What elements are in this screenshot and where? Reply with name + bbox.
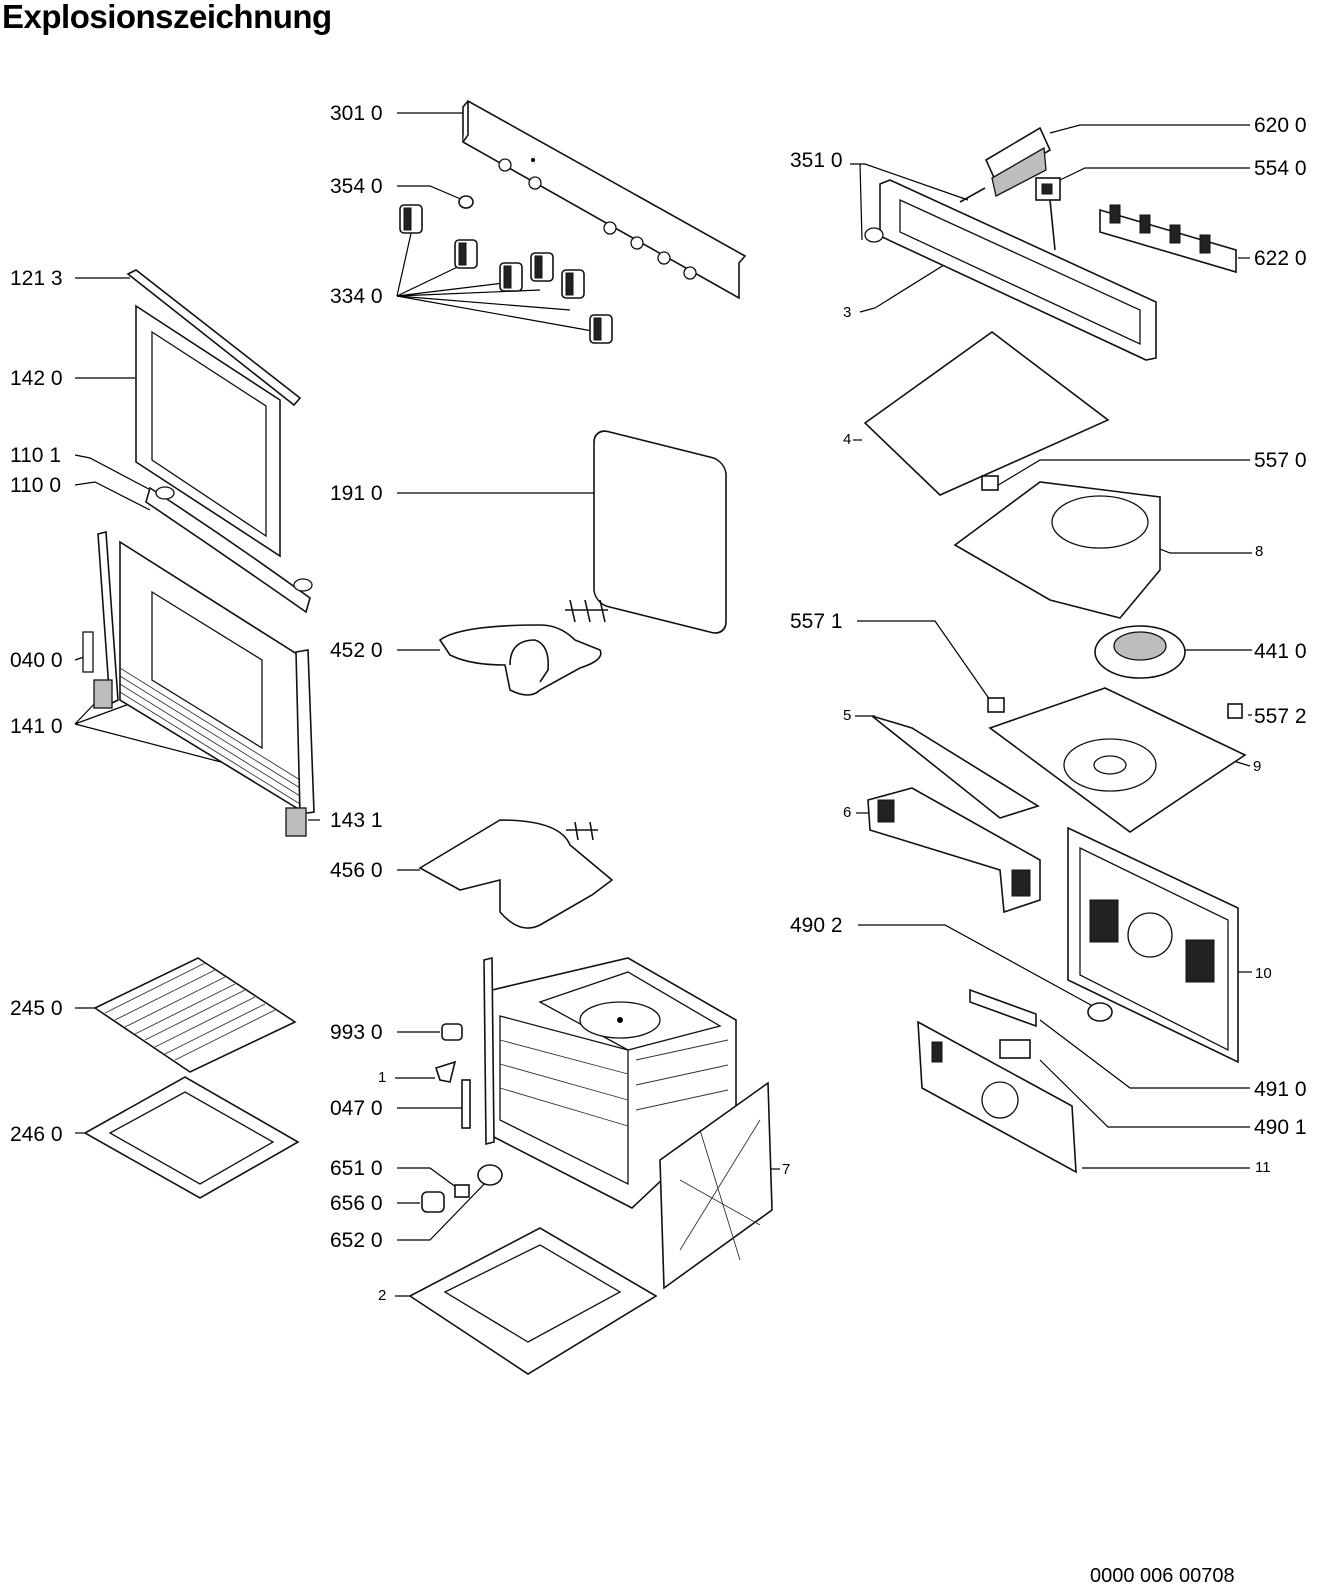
label-656-0: 656 0 (330, 1192, 383, 1215)
label-354-0: 354 0 (330, 175, 383, 198)
part-oven-cavity (483, 956, 737, 1209)
part-baking-tray (83, 1076, 300, 1199)
label-334-0: 334 0 (330, 285, 383, 308)
part-wire-rack (93, 957, 297, 1073)
part-indicator (458, 195, 474, 209)
label-456-0: 456 0 (330, 859, 383, 882)
part-bottom-plate (408, 1227, 658, 1375)
label-040-0: 040 0 (10, 649, 63, 672)
label-620-0: 620 0 (1254, 114, 1307, 137)
label-245-0: 245 0 (10, 997, 63, 1020)
part-grill-element (438, 599, 608, 696)
leader-lines (74, 112, 1252, 1297)
label-993-0: 993 0 (330, 1021, 383, 1044)
label-191-0: 191 0 (330, 482, 383, 505)
document-number: 0000 006 00708 (1090, 1565, 1235, 1587)
part-timer (1035, 177, 1061, 251)
label-6: 6 (843, 804, 852, 821)
part-door-seal (593, 430, 727, 634)
label-11: 11 (1255, 1159, 1271, 1176)
label-452-0: 452 0 (330, 639, 383, 662)
part-control-panel (462, 99, 747, 300)
label-246-0: 246 0 (10, 1123, 63, 1146)
part-cover-plate (863, 331, 1110, 496)
part-outer-door (82, 530, 315, 837)
part-small-fittings (421, 1023, 503, 1213)
label-622-0: 622 0 (1254, 247, 1307, 270)
label-141-0: 141 0 (10, 715, 63, 738)
part-back-plate (917, 1020, 1077, 1174)
part-terminal-parts (969, 988, 1113, 1059)
label-142-0: 142 0 (10, 367, 63, 390)
label-110-0: 110 0 (10, 474, 61, 497)
part-door-trim (126, 269, 302, 407)
part-rear-frame (659, 1081, 773, 1290)
label-652-0: 652 0 (330, 1229, 383, 1252)
label-651-0: 651 0 (330, 1157, 383, 1180)
label-8: 8 (1255, 543, 1264, 560)
label-557-0: 557 0 (1254, 449, 1307, 472)
label-121-3: 121 3 (10, 267, 63, 290)
label-047-0: 047 0 (330, 1097, 383, 1120)
page-title: Explosionszeichnung (2, 0, 332, 35)
label-557-1: 557 1 (790, 610, 843, 633)
label-143-1: 143 1 (330, 809, 383, 832)
label-3: 3 (843, 304, 852, 321)
label-557-2: 557 2 (1254, 705, 1307, 728)
part-switch-block (1099, 204, 1237, 274)
part-door-handle (145, 486, 313, 614)
label-10: 10 (1255, 965, 1272, 982)
label-301-0: 301 0 (330, 102, 383, 125)
part-rear-cover (1067, 826, 1239, 1064)
label-490-2: 490 2 (790, 914, 843, 937)
part-fan-housing (953, 481, 1161, 619)
part-thermostats (981, 475, 1243, 719)
part-side-panel (867, 787, 1041, 914)
part-fan-plate (988, 687, 1247, 833)
label-441-0: 441 0 (1254, 640, 1307, 663)
label-2: 2 (378, 1287, 387, 1304)
part-inner-glass (135, 304, 281, 558)
label-554-0: 554 0 (1254, 157, 1307, 180)
label-490-1: 490 1 (1254, 1116, 1307, 1139)
part-control-frame (864, 179, 1157, 361)
label-351-0: 351 0 (790, 149, 843, 172)
part-selector-switch (984, 126, 1052, 197)
label-1: 1 (378, 1069, 387, 1086)
part-top-bar (871, 715, 1040, 819)
label-5: 5 (843, 707, 852, 724)
part-knobs (399, 204, 613, 344)
part-fan-motor (1094, 625, 1186, 679)
label-7: 7 (782, 1161, 791, 1178)
label-491-0: 491 0 (1254, 1078, 1307, 1101)
part-bottom-element (418, 819, 614, 929)
label-110-1: 110 1 (10, 444, 61, 467)
label-9: 9 (1253, 758, 1262, 775)
label-4: 4 (843, 431, 852, 448)
